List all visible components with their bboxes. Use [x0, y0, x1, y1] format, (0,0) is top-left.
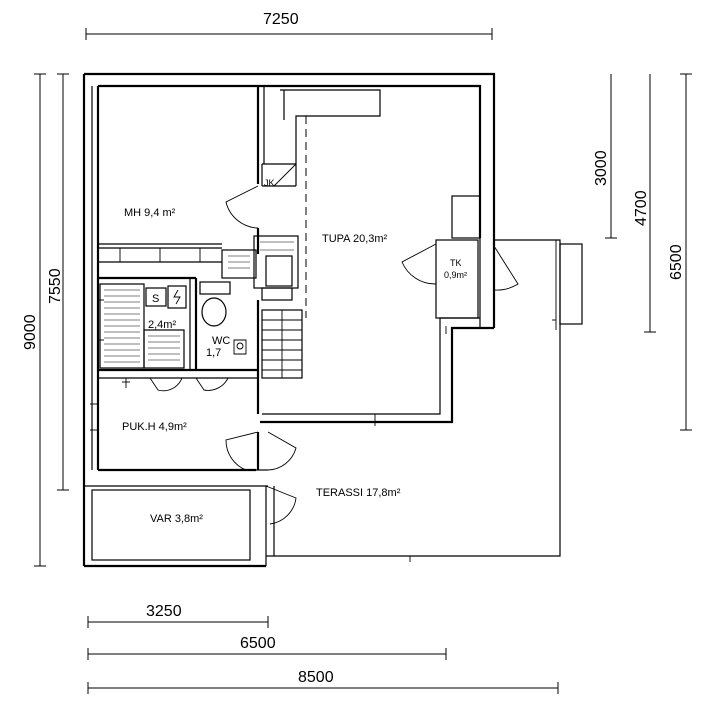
dim-bottom-1: 3250: [146, 603, 182, 620]
room-label-wc: WC: [212, 335, 230, 347]
room-area-wc: 1,7: [206, 347, 221, 359]
misc-marks: [90, 299, 130, 431]
dimension-lines: [34, 28, 692, 694]
room-label-tk: TK: [450, 258, 462, 268]
wc-fixtures: [199, 281, 247, 355]
room-area-tk: 0,9m²: [444, 270, 467, 280]
dim-top-width: 7250: [263, 11, 299, 28]
interior-walls: [98, 86, 268, 471]
closet-tk: [435, 195, 481, 319]
room-label-var: VAR 3,8m²: [150, 513, 203, 525]
dim-bottom-3: 8500: [298, 669, 334, 686]
storage-room: [91, 489, 251, 561]
dim-left-outer: 9000: [22, 314, 39, 350]
terrace-outline: [265, 239, 583, 566]
room-label-sauna: S: [152, 293, 159, 305]
dim-left-inner: 7550: [47, 268, 64, 304]
room-label-tupa: TUPA 20,3m²: [322, 233, 388, 245]
sauna-benches: [99, 283, 187, 369]
kitchen-counter: [98, 247, 222, 262]
dim-bottom-2: 6500: [240, 635, 276, 652]
room-label-jk: JK: [264, 178, 275, 188]
room-area-sauna: 2,4m²: [148, 319, 176, 331]
room-label-pukh: PUK.H 4,9m²: [122, 421, 187, 433]
room-label-mh: MH 9,4 m²: [124, 207, 176, 219]
dim-right-3: 6500: [668, 244, 685, 280]
stairs: [261, 309, 303, 379]
dim-right-1: 3000: [593, 150, 610, 186]
dim-right-2: 4700: [633, 190, 650, 226]
room-label-terassi: TERASSI 17,8m²: [316, 487, 401, 499]
fireplace: [221, 89, 381, 301]
doors: [149, 185, 519, 525]
